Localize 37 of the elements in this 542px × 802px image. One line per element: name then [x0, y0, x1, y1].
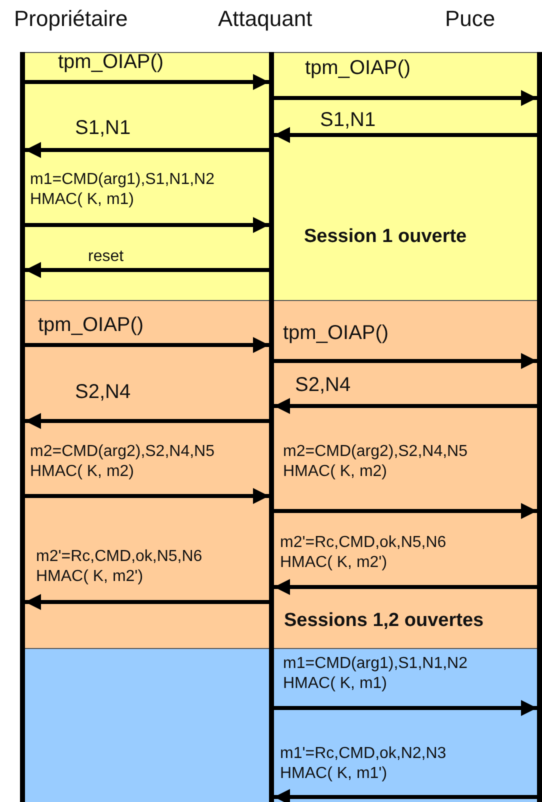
arrow	[25, 262, 269, 278]
arrow	[274, 579, 537, 595]
arrow	[25, 142, 269, 158]
edge-label: m1=CMD(arg1),S1,N1,N2 HMAC( K, m1)	[30, 170, 216, 210]
section-note: Sessions 1,2 ouvertes	[284, 610, 484, 632]
arrow	[25, 337, 269, 353]
edge-label: tpm_OIAP()	[58, 50, 164, 75]
edge-label: S1,N1	[75, 116, 131, 141]
participant-label: Puce	[445, 6, 496, 32]
arrow	[274, 353, 537, 369]
edge-label: S2,N4	[75, 380, 131, 405]
section-note: Session 1 ouverte	[304, 226, 467, 248]
edge-label: tpm_OIAP()	[38, 313, 144, 338]
edge-label: m1'=Rc,CMD,ok,N2,N3 HMAC( K, m1')	[280, 744, 448, 784]
arrow	[25, 594, 269, 610]
arrow	[25, 413, 269, 429]
arrow	[274, 789, 537, 802]
arrow	[274, 700, 537, 716]
participant-label: Attaquant	[218, 6, 312, 32]
edge-label: reset	[88, 247, 124, 267]
arrow	[25, 217, 269, 233]
arrow	[25, 74, 269, 90]
edge-label: S2,N4	[295, 373, 351, 398]
arrow	[274, 127, 537, 143]
arrow	[274, 398, 537, 414]
edge-label: tpm_OIAP()	[283, 321, 389, 346]
arrow	[274, 503, 537, 519]
arrow	[274, 90, 537, 106]
edge-label: m2=CMD(arg2),S2,N4,N5 HMAC( K, m2)	[283, 442, 468, 482]
edge-label: m2'=Rc,CMD,ok,N5,N6 HMAC( K, m2')	[280, 533, 448, 573]
participant-label: Propriétaire	[14, 6, 128, 32]
arrow	[25, 488, 269, 504]
edge-label: S1,N1	[320, 108, 376, 133]
edge-label: m1=CMD(arg1),S1,N1,N2 HMAC( K, m1)	[283, 654, 468, 694]
edge-label: tpm_OIAP()	[305, 56, 411, 81]
edge-label: m2=CMD(arg2),S2,N4,N5 HMAC( K, m2)	[30, 442, 216, 482]
edge-label: m2'=Rc,CMD,ok,N5,N6 HMAC( K, m2')	[36, 547, 204, 587]
